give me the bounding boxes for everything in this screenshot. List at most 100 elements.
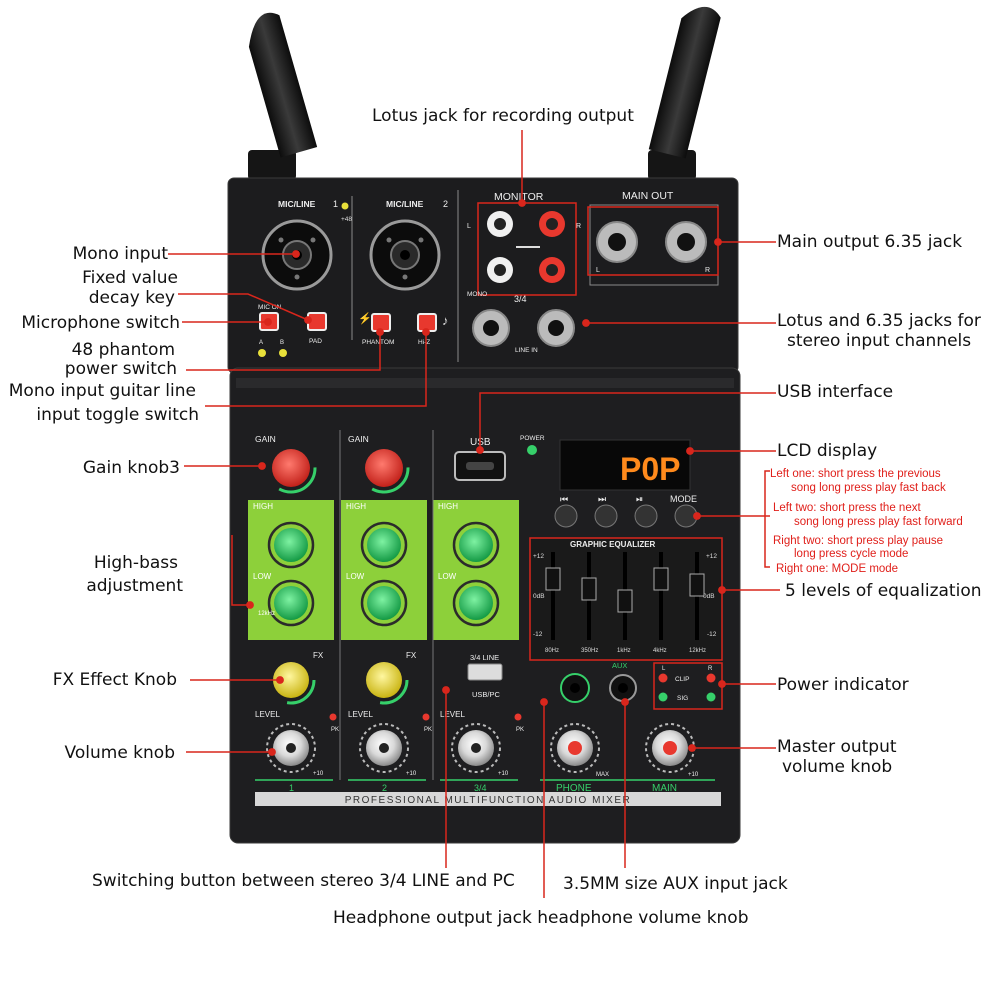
phantom-button[interactable] (371, 313, 391, 332)
low-label: LOW (346, 572, 365, 581)
gain-knob-2[interactable] (358, 442, 410, 494)
high-eq-knob-2[interactable] (360, 521, 408, 569)
callout-lcd-display: LCD display (777, 441, 878, 461)
next-icon: ⏭ (598, 494, 606, 504)
b-led (279, 349, 287, 357)
low-label: LOW (438, 572, 457, 581)
b-label: B (280, 340, 284, 346)
phone-max-label: MAX (596, 772, 609, 778)
low-eq-knob-3[interactable] (452, 579, 500, 627)
high-label: HIGH (346, 502, 366, 511)
aux-label: AUX (612, 661, 627, 670)
callout-phantom-1: 48 phantom (71, 340, 175, 360)
fx-knob-1[interactable] (266, 655, 316, 705)
aux-jack[interactable] (609, 674, 637, 702)
high-eq-knob-1[interactable] (267, 521, 315, 569)
xlr-combo-jack-1[interactable] (261, 219, 333, 291)
ch2-number: 2 (443, 199, 448, 209)
callout-eq-levels: 5 levels of equalization (785, 581, 982, 601)
callout-volume-knob: Volume knob (64, 743, 175, 763)
callout-phantom-2: power switch (64, 359, 177, 379)
fx-label: FX (406, 651, 417, 660)
main-out-jacks[interactable] (587, 206, 719, 276)
monitor-r-label: R (576, 223, 581, 230)
headphone-jack[interactable] (560, 673, 590, 703)
geq-title: GRAPHIC EQUALIZER (570, 540, 656, 549)
prev-icon: ⏮ (560, 494, 568, 504)
pk-led (514, 713, 522, 721)
pad-button[interactable] (307, 312, 327, 331)
level-label: LEVEL (440, 710, 465, 719)
level-knob-1[interactable] (266, 723, 316, 773)
callout-arrow (205, 328, 430, 407)
prev-button[interactable] (554, 504, 578, 528)
geq-slider-3[interactable]: 1kHz (617, 552, 633, 654)
right-antenna (648, 6, 721, 180)
geq-slider-4[interactable]: 4kHz (653, 552, 669, 654)
channel-number-label: 2 (382, 783, 387, 793)
geq-band-label: 1kHz (617, 648, 631, 654)
freq-high-label: 12kHz (258, 611, 275, 617)
gain-label: GAIN (255, 434, 276, 444)
next-button[interactable] (594, 504, 618, 528)
geq-slider-1[interactable]: 80Hz (545, 552, 561, 654)
level-knob-3[interactable] (451, 723, 501, 773)
line-switch-bottom-label: USB/PC (472, 690, 501, 699)
callout-master-2: volume knob (782, 757, 893, 777)
callout-usb-interface: USB interface (777, 382, 894, 402)
svg-text:⚡: ⚡ (358, 312, 372, 325)
callout-arrow (178, 293, 312, 324)
left-antenna (248, 12, 318, 180)
phone-volume-knob[interactable] (550, 723, 600, 773)
plus10-label: +10 (313, 771, 324, 777)
lcd-text: P0P (620, 451, 680, 487)
transport-buttons[interactable]: ⏮ ⏭ ⏯ MODE (554, 494, 698, 528)
main-out-l-label: L (596, 267, 600, 274)
mode-button[interactable] (674, 504, 698, 528)
clip-led-left (658, 673, 668, 683)
low-eq-knob-1[interactable] (267, 579, 315, 627)
callout-high-bass-1: High-bass (93, 553, 178, 573)
geq-db-top-left: +12 (533, 553, 544, 560)
ch2-label: MIC/LINE (386, 199, 424, 209)
line-usb-switch[interactable] (467, 663, 503, 681)
note-left-one-1: Left one: short press the previous (770, 468, 941, 480)
callout-aux-jack: 3.5MM size AUX input jack (563, 874, 788, 894)
gain-label: GAIN (348, 434, 369, 444)
callout-switching: Switching button between stereo 3/4 LINE… (92, 871, 515, 891)
low-eq-knob-2[interactable] (360, 579, 408, 627)
callout-main-output: Main output 6.35 jack (777, 232, 963, 252)
notes-bracket (764, 470, 770, 568)
phantom-led (341, 202, 349, 210)
gain-knob-1[interactable] (265, 442, 317, 494)
high-eq-knob-3[interactable] (452, 521, 500, 569)
callout-fixed-value-1: Fixed value (82, 268, 178, 288)
hiz-button[interactable] (417, 313, 437, 332)
play-pause-icon: ⏯ (636, 494, 643, 504)
callout-headphone: Headphone output jack headphone volume k… (333, 908, 749, 928)
fx-label: FX (313, 651, 324, 660)
level-knob-2[interactable] (359, 723, 409, 773)
callout-master-1: Master output (777, 737, 897, 757)
geq-slider-2[interactable]: 350Hz (581, 552, 598, 654)
phantom-indicator-label: +48 (341, 216, 352, 223)
xlr-combo-jack-2[interactable] (369, 219, 441, 291)
note-left-two-1: Left two: short press the next (773, 502, 921, 514)
fx-knob-2[interactable] (359, 655, 409, 705)
play-pause-button[interactable] (634, 504, 658, 528)
line-in-jacks[interactable] (472, 309, 575, 347)
callout-arrow (476, 392, 776, 454)
callout-guitar-2: input toggle switch (36, 405, 199, 425)
pk-led (422, 713, 430, 721)
monitor-label: MONITOR (494, 191, 544, 203)
a-label: A (259, 340, 263, 346)
level-label: LEVEL (348, 710, 373, 719)
channel-number-label: 1 (289, 783, 294, 793)
geq-slider-5[interactable]: 12kHz (689, 552, 706, 654)
rca-jacks[interactable] (477, 202, 577, 296)
level-label: LEVEL (255, 710, 280, 719)
callout-power-indicator: Power indicator (777, 675, 909, 695)
